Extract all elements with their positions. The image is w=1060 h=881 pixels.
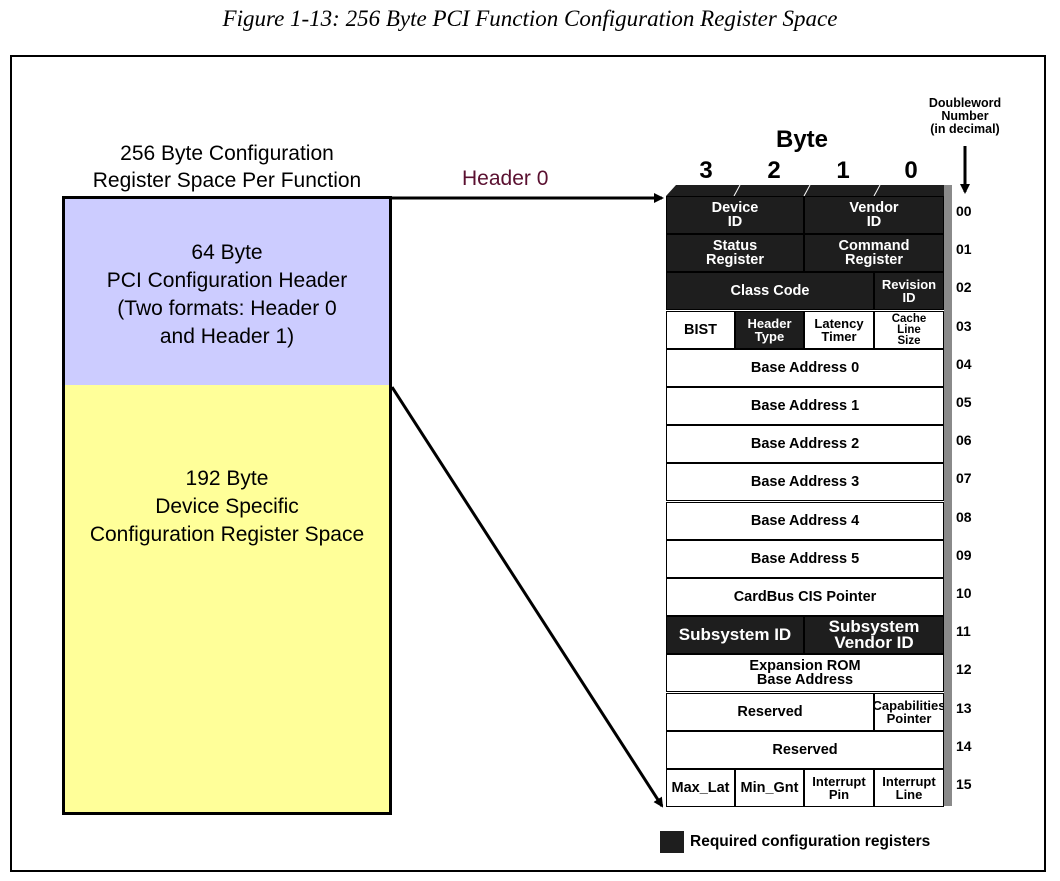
figure-frame	[10, 55, 1046, 872]
register-row: Expansion ROM Base Address	[666, 654, 944, 692]
doubleword-number: 07	[956, 470, 972, 486]
register-row: Base Address 2	[666, 425, 944, 463]
register-cell: Base Address 2	[666, 425, 944, 463]
register-row: Reserved	[666, 731, 944, 769]
register-cell: Interrupt Line	[874, 769, 944, 807]
byte-column-3: 3	[699, 157, 713, 184]
doubleword-number: 03	[956, 318, 972, 334]
register-table-side-shadow	[944, 185, 952, 806]
doubleword-axis-title: Doubleword Number (in decimal)	[928, 96, 1002, 136]
register-cell: Latency Timer	[804, 311, 874, 349]
figure-caption: Figure 1-13: 256 Byte PCI Function Confi…	[222, 6, 838, 31]
doubleword-number: 02	[956, 279, 972, 295]
register-cell: Reserved	[666, 731, 944, 769]
doubleword-number: 09	[956, 547, 972, 563]
register-row: Base Address 4	[666, 502, 944, 540]
register-table-top-bevel	[666, 185, 952, 196]
header-expansion-arrow	[390, 386, 664, 808]
register-cell: Base Address 5	[666, 540, 944, 578]
register-cell: Max_Lat	[666, 769, 735, 807]
config-space-title: 256 Byte Configuration Register Space Pe…	[92, 142, 362, 192]
register-cell: Reserved	[666, 693, 874, 731]
bevel-divider-left	[733, 184, 741, 197]
register-cell: Subsystem Vendor ID	[804, 616, 944, 654]
register-cell: Base Address 4	[666, 502, 944, 540]
register-cell: BIST	[666, 311, 735, 349]
device-specific-label: 192 Byte Device Specific Configuration R…	[89, 467, 365, 546]
doubleword-number: 04	[956, 356, 972, 372]
doubleword-number: 08	[956, 509, 972, 525]
register-cell: Capabilities Pointer	[874, 693, 944, 731]
doubleword-number: 12	[956, 661, 972, 677]
pci-config-header-block: 64 Byte PCI Configuration Header (Two fo…	[62, 196, 392, 388]
byte-column-2: 2	[767, 157, 781, 184]
register-cell: Revision ID	[874, 272, 944, 310]
legend-swatch	[660, 831, 684, 853]
byte-column-0: 0	[904, 157, 918, 184]
register-cell: Base Address 3	[666, 463, 944, 501]
register-cell: Device ID	[666, 196, 804, 234]
doubleword-number: 14	[956, 738, 972, 754]
device-specific-block: 192 Byte Device Specific Configuration R…	[62, 385, 392, 815]
doubleword-number: 11	[956, 623, 971, 639]
register-cell: Vendor ID	[804, 196, 944, 234]
register-cell: Header Type	[735, 311, 804, 349]
register-cell: Class Code	[666, 272, 874, 310]
doubleword-number: 01	[956, 241, 972, 257]
byte-column-1: 1	[836, 157, 850, 184]
legend-label: Required configuration registers	[690, 833, 931, 850]
doubleword-number: 06	[956, 432, 972, 448]
register-row: Base Address 5	[666, 540, 944, 578]
register-row: Base Address 0	[666, 349, 944, 387]
register-cell: Base Address 1	[666, 387, 944, 425]
register-cell: Interrupt Pin	[804, 769, 874, 807]
bevel-divider-mid	[803, 184, 811, 197]
doubleword-number: 15	[956, 776, 972, 792]
doubleword-number: 13	[956, 700, 972, 716]
doubleword-number: 05	[956, 394, 972, 410]
register-row: CardBus CIS Pointer	[666, 578, 944, 616]
register-cell: Expansion ROM Base Address	[666, 654, 944, 692]
pci-config-header-label: 64 Byte PCI Configuration Header (Two fo…	[106, 241, 348, 348]
register-cell: Base Address 0	[666, 349, 944, 387]
register-cell: Min_Gnt	[735, 769, 804, 807]
register-cell: Status Register	[666, 234, 804, 272]
register-cell: CardBus CIS Pointer	[666, 578, 944, 616]
byte-axis-title: Byte	[776, 126, 829, 153]
register-row: Base Address 1	[666, 387, 944, 425]
header0-label: Header 0	[462, 167, 549, 190]
register-row: Base Address 3	[666, 463, 944, 501]
bevel-divider-right	[873, 184, 881, 197]
register-cell: Cache Line Size	[874, 311, 944, 349]
register-cell: Subsystem ID	[666, 616, 804, 654]
doubleword-number: 00	[956, 203, 972, 219]
register-cell: Command Register	[804, 234, 944, 272]
doubleword-number: 10	[956, 585, 972, 601]
